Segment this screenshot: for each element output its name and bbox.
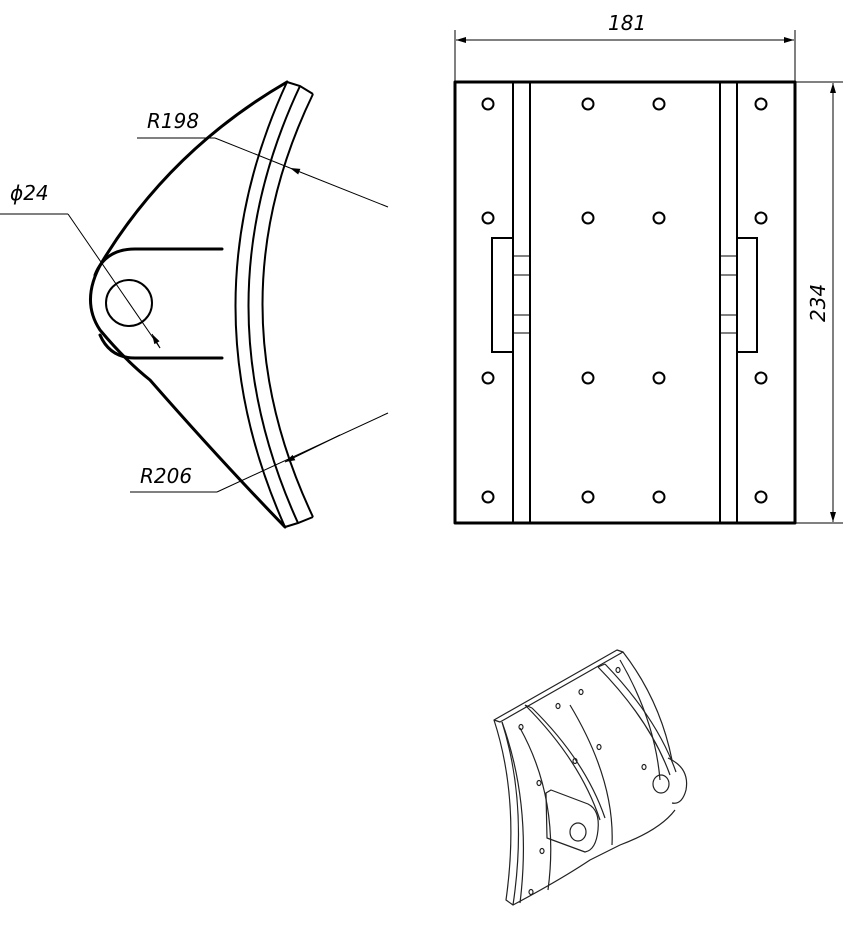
mounting-hole xyxy=(581,211,595,225)
mounting-hole xyxy=(581,490,595,504)
hole-pattern xyxy=(481,97,768,504)
iso-rib-left xyxy=(524,704,606,821)
mounting-hole xyxy=(652,490,666,504)
height-label: 234 xyxy=(806,284,830,322)
iso-holes xyxy=(518,666,647,896)
arc-outer xyxy=(261,93,314,518)
mounting-hole xyxy=(652,211,666,225)
phi24-label: ϕ24 xyxy=(10,181,49,205)
mounting-hole xyxy=(652,371,666,385)
phi24-dimension-line xyxy=(67,213,161,349)
rib-left xyxy=(512,81,531,524)
mounting-hole xyxy=(581,371,595,385)
iso-lug-left-hole xyxy=(569,822,587,842)
iso-left-edge xyxy=(493,719,520,906)
r206-dimension-line xyxy=(216,412,389,493)
arc-middle xyxy=(247,85,301,524)
iso-lug-right xyxy=(667,757,688,804)
lug-outline xyxy=(93,247,224,360)
iso-lug-left xyxy=(545,789,599,853)
isometric-view xyxy=(493,649,688,906)
iso-lug-right-hole xyxy=(652,774,670,794)
plate-outline xyxy=(453,80,797,525)
arc-bottom-cap xyxy=(284,516,314,528)
r198-leader-ext xyxy=(214,137,291,169)
mounting-hole xyxy=(754,211,768,225)
iso-top-edge xyxy=(493,649,624,723)
lug-right xyxy=(736,237,758,353)
iso-bottom-edge xyxy=(512,809,676,906)
side-profile-outline xyxy=(89,80,289,529)
mounting-hole xyxy=(652,97,666,111)
phi24-arrow xyxy=(151,333,161,349)
mounting-hole xyxy=(481,97,495,111)
mounting-hole xyxy=(481,371,495,385)
r198-label: R198 xyxy=(147,109,199,133)
iso-rib-right xyxy=(597,663,677,776)
iso-right-edge xyxy=(622,651,673,761)
mounting-hole xyxy=(481,490,495,504)
r206-arrow xyxy=(284,434,341,463)
mounting-hole xyxy=(581,97,595,111)
arc-inner xyxy=(234,81,288,528)
iso-left-edge-2 xyxy=(501,721,525,904)
width-label: 181 xyxy=(608,11,646,35)
iso-inner-curves xyxy=(519,659,661,891)
side-view: R198 R206 ϕ24 xyxy=(0,80,389,529)
lug-left-detail xyxy=(513,255,530,334)
r198-dimension-line xyxy=(289,167,389,208)
mounting-hole xyxy=(754,371,768,385)
mounting-hole xyxy=(754,97,768,111)
r206-label: R206 xyxy=(140,464,192,488)
rib-right xyxy=(719,81,738,524)
lug-right-detail xyxy=(720,255,737,334)
arc-top-cap xyxy=(286,81,314,95)
mounting-hole xyxy=(481,211,495,225)
mounting-hole xyxy=(754,490,768,504)
lug-hole xyxy=(105,279,153,327)
front-view: 181 234 xyxy=(453,11,843,525)
lug-left xyxy=(491,237,514,353)
